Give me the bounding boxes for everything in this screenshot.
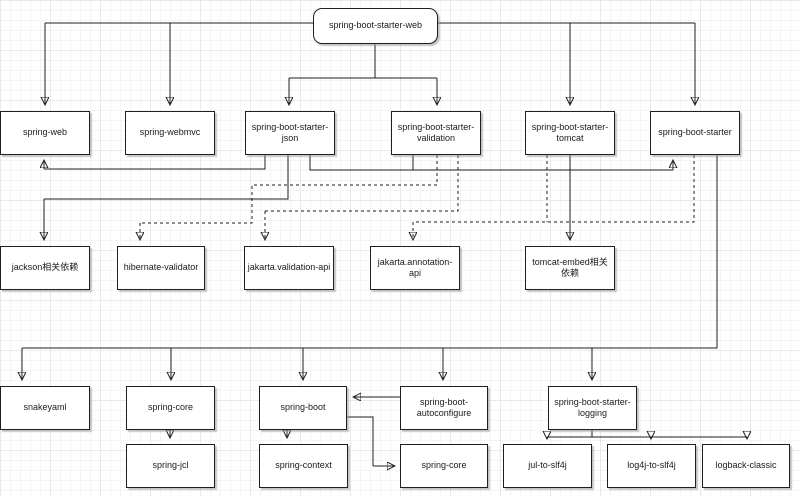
edge-line bbox=[44, 155, 266, 170]
node-tomcat-embed-deps[interactable]: tomcat-embed相关依赖 bbox=[525, 246, 615, 290]
node-spring-boot-starter-tomcat[interactable]: spring-boot-starter-tomcat bbox=[525, 111, 615, 155]
node-spring-boot[interactable]: spring-boot bbox=[259, 386, 347, 430]
node-spring-boot-starter-validation[interactable]: spring-boot-starter-validation bbox=[391, 111, 481, 155]
edge-validation-to-jakarta-validation-api[interactable] bbox=[265, 155, 459, 239]
edge-line bbox=[22, 155, 718, 349]
node-label: logback-classic bbox=[715, 460, 777, 471]
node-jakarta-annotation-api[interactable]: jakarta.annotation-api bbox=[370, 246, 460, 290]
edge-line bbox=[309, 155, 673, 171]
node-jackson-deps[interactable]: jackson相关依赖 bbox=[0, 246, 90, 290]
node-spring-core[interactable]: spring-core bbox=[126, 386, 215, 430]
node-spring-context[interactable]: spring-context bbox=[259, 444, 348, 488]
node-label: tomcat-embed相关依赖 bbox=[532, 256, 608, 278]
edge-spring-boot-to-spring-core-2[interactable] bbox=[347, 416, 394, 466]
node-label: jakarta.annotation-api bbox=[377, 256, 453, 278]
edge-logging-to-slf4j-bridges[interactable] bbox=[547, 430, 747, 438]
node-label: jul-to-slf4j bbox=[528, 460, 567, 471]
edge-json-validation-to-starter[interactable] bbox=[309, 155, 673, 171]
node-label: jackson相关依赖 bbox=[11, 262, 79, 273]
node-label: spring-boot-autoconfigure bbox=[416, 396, 472, 418]
node-label: spring-boot-starter-validation bbox=[397, 121, 475, 143]
node-label: snakeyaml bbox=[23, 402, 67, 413]
edge-starter-to-bottom-row[interactable] bbox=[22, 155, 718, 379]
node-spring-boot-starter[interactable]: spring-boot-starter bbox=[650, 111, 740, 155]
node-spring-core-2[interactable]: spring-core bbox=[400, 444, 488, 488]
node-label: hibernate-validator bbox=[123, 262, 199, 273]
node-label: spring-boot-starter-logging bbox=[554, 396, 631, 418]
node-label: spring-web bbox=[22, 127, 68, 138]
node-jakarta-validation-api[interactable]: jakarta.validation-api bbox=[244, 246, 334, 290]
node-label: spring-core bbox=[147, 402, 194, 413]
node-jul-to-slf4j[interactable]: jul-to-slf4j bbox=[503, 444, 592, 488]
node-spring-boot-starter-json[interactable]: spring-boot-starter-json bbox=[245, 111, 335, 155]
node-label: spring-webmvc bbox=[139, 127, 201, 138]
edge-line bbox=[289, 44, 437, 79]
node-hibernate-validator[interactable]: hibernate-validator bbox=[117, 246, 205, 290]
edge-line bbox=[413, 155, 695, 223]
edge-line bbox=[140, 155, 438, 224]
edge-line bbox=[44, 155, 289, 200]
edge-json-to-jackson-deps[interactable] bbox=[44, 155, 289, 239]
node-snakeyaml[interactable]: snakeyaml bbox=[0, 386, 90, 430]
node-label: spring-boot-starter-json bbox=[251, 121, 329, 143]
node-label: spring-boot bbox=[280, 402, 326, 413]
node-logback-classic[interactable]: logback-classic bbox=[702, 444, 790, 488]
edge-validation-to-hibernate-validator[interactable] bbox=[140, 155, 438, 239]
node-label: jakarta.validation-api bbox=[247, 262, 331, 273]
edge-line bbox=[265, 155, 459, 212]
edge-web-to-json-and-validation[interactable] bbox=[289, 44, 437, 104]
node-log4j-to-slf4j[interactable]: log4j-to-slf4j bbox=[607, 444, 696, 488]
edge-web-to-tomcat-and-starter[interactable] bbox=[438, 22, 695, 104]
node-label: spring-context bbox=[275, 460, 332, 471]
node-spring-web[interactable]: spring-web bbox=[0, 111, 90, 155]
node-label: spring-core bbox=[421, 460, 467, 471]
edge-line bbox=[547, 430, 747, 438]
node-label: spring-boot-starter-web bbox=[328, 20, 423, 31]
node-label: log4j-to-slf4j bbox=[627, 460, 676, 471]
node-label: spring-boot-starter-tomcat bbox=[531, 121, 609, 143]
edge-starter-tomcat-to-jakarta-annotation-api[interactable] bbox=[413, 155, 695, 239]
edge-json-to-spring-web[interactable] bbox=[44, 155, 266, 170]
edge-web-to-spring-web[interactable] bbox=[45, 22, 313, 104]
node-spring-boot-starter-web[interactable]: spring-boot-starter-web bbox=[313, 8, 438, 44]
node-spring-boot-starter-logging[interactable]: spring-boot-starter-logging bbox=[548, 386, 637, 430]
node-spring-webmvc[interactable]: spring-webmvc bbox=[125, 111, 215, 155]
node-spring-boot-autoconfigure[interactable]: spring-boot-autoconfigure bbox=[400, 386, 488, 430]
edge-line bbox=[347, 416, 374, 466]
node-label: spring-jcl bbox=[152, 460, 189, 471]
node-spring-jcl[interactable]: spring-jcl bbox=[126, 444, 215, 488]
node-label: spring-boot-starter bbox=[658, 127, 732, 138]
